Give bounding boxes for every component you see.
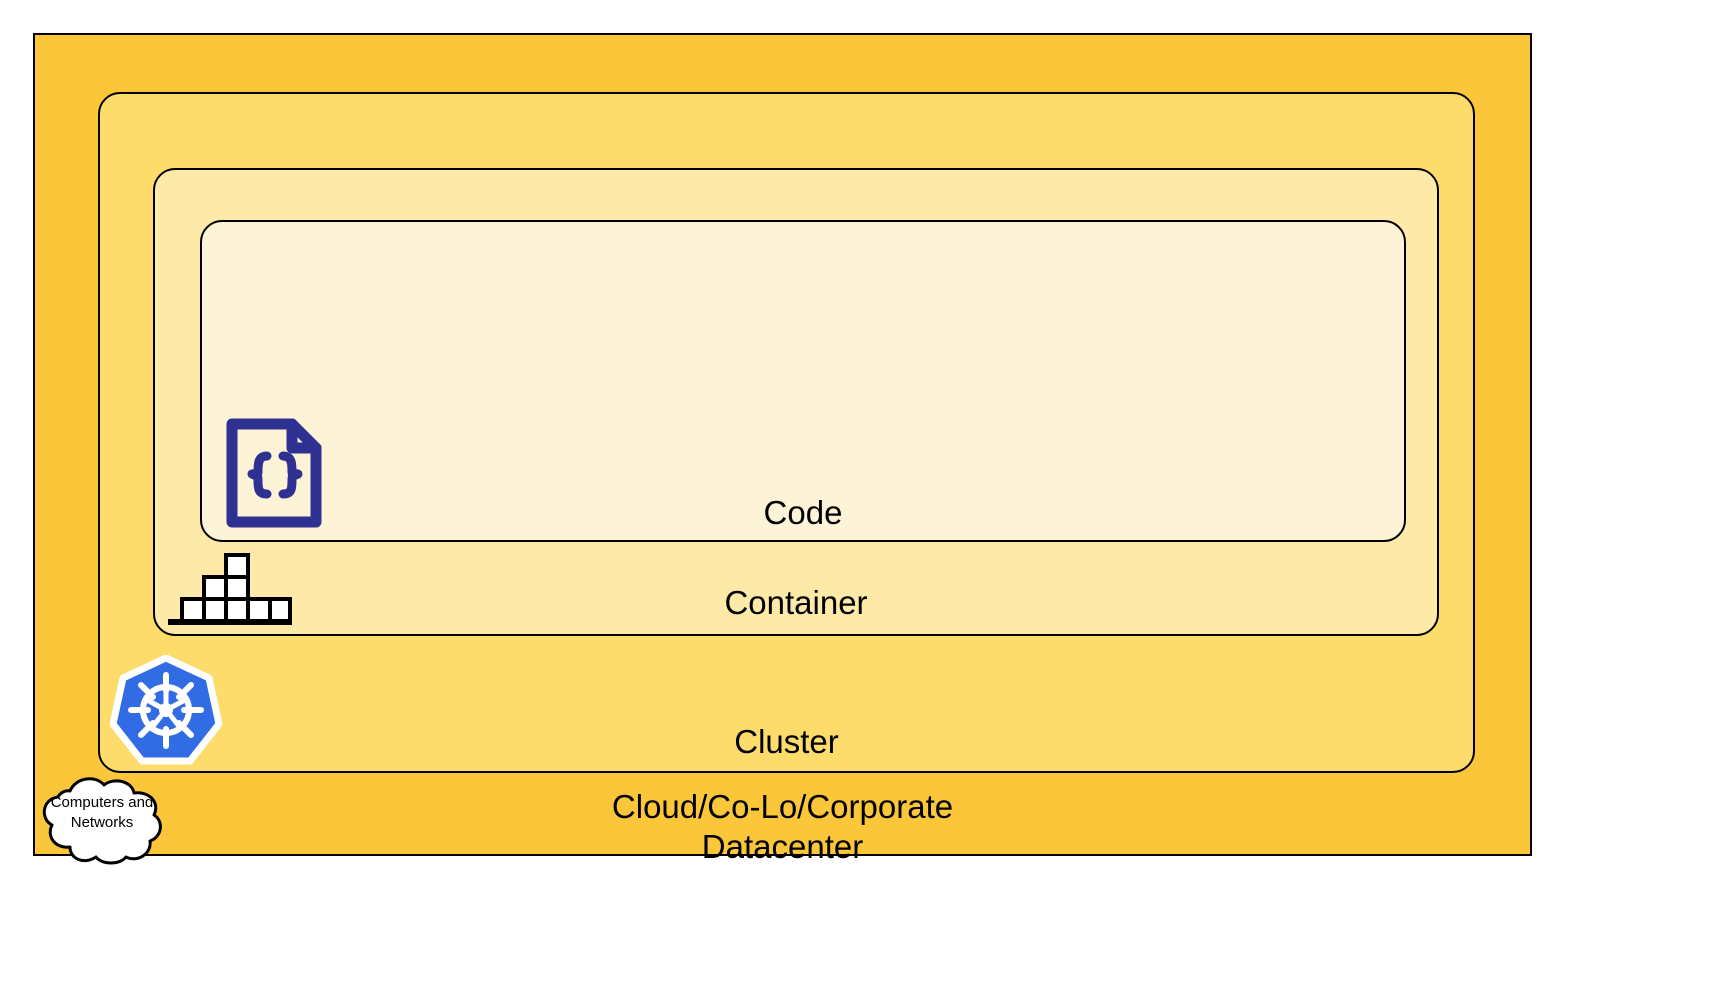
kubernetes-helm-icon bbox=[109, 654, 223, 765]
layer-label-cluster: Cluster bbox=[734, 723, 839, 760]
code-braces-document-icon bbox=[222, 414, 326, 532]
cloud-shape-icon bbox=[42, 777, 162, 865]
layer-code[interactable] bbox=[200, 220, 1406, 542]
cloud-callout-label: Computers and Networks bbox=[50, 794, 154, 831]
container-box-stack-icon bbox=[168, 553, 292, 625]
cloud-callout-computers-networks[interactable]: Computers and Networks bbox=[32, 773, 172, 865]
layer-label-code: Code bbox=[763, 494, 843, 531]
layer-label-datacenter: Cloud/Co-Lo/Corporate Datacenter bbox=[611, 788, 954, 865]
layer-label-container: Container bbox=[724, 584, 868, 621]
